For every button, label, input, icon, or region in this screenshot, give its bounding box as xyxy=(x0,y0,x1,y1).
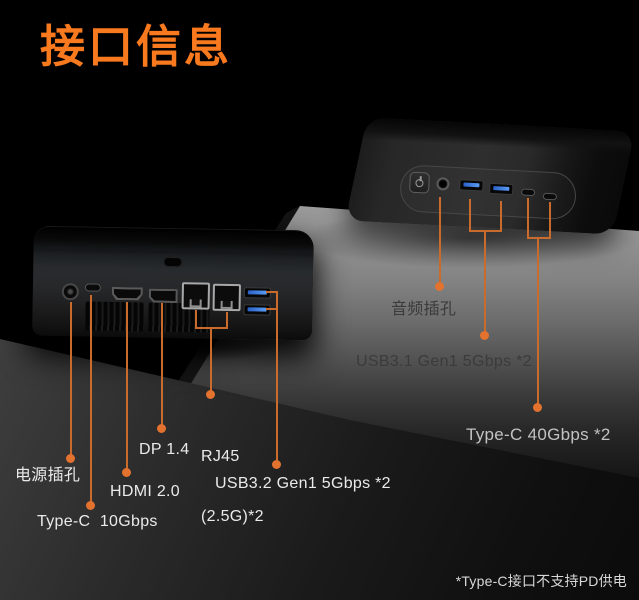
callout-line-usb31-b xyxy=(500,201,502,232)
label-power-jack: 电源插孔 xyxy=(15,467,81,484)
callout-dot-typec40 xyxy=(533,403,542,412)
callout-line-typec40 xyxy=(537,237,539,407)
callout-dot-audio xyxy=(435,282,444,291)
usb-a-port xyxy=(459,179,484,192)
callout-dot-typec10 xyxy=(86,501,95,510)
dc-power-port xyxy=(61,283,79,301)
callout-dot-hdmi xyxy=(122,468,131,477)
usb-a-port xyxy=(488,182,514,196)
callout-line-rj45-a xyxy=(195,310,197,329)
rj45-port xyxy=(181,282,211,310)
callout-line-power xyxy=(70,302,72,458)
callout-bracket-typec40 xyxy=(527,237,551,239)
label-typec-40: Type-C 40Gbps *2 xyxy=(466,425,611,444)
callout-line-usb31-a xyxy=(469,199,471,232)
callout-line-hdmi xyxy=(126,302,128,472)
callout-line-dp xyxy=(161,303,163,428)
callout-dot-usb32 xyxy=(272,460,281,469)
label-audio-jack: 音频插孔 xyxy=(391,301,457,318)
callout-line-rj45 xyxy=(210,327,212,394)
page-title: 接口信息 xyxy=(40,21,233,72)
vent-grille xyxy=(85,301,144,332)
label-usb31: USB3.1 Gen1 5Gbps *2 xyxy=(356,353,532,370)
label-hdmi: HDMI 2.0 xyxy=(110,483,180,500)
callout-stub-usb32-b xyxy=(266,308,278,310)
label-rj45: RJ45 (2.5G)*2 xyxy=(201,448,264,525)
callout-line-usb31 xyxy=(484,230,486,335)
callout-dot-dp xyxy=(157,424,166,433)
usb-c-port xyxy=(84,283,101,292)
hdmi-port xyxy=(112,287,143,301)
rj45-port xyxy=(212,283,241,312)
displayport-port xyxy=(149,289,178,304)
callout-dot-rj45 xyxy=(206,390,215,399)
label-typec-10: Type-C 10Gbps xyxy=(37,513,158,530)
callout-line-rj45-b xyxy=(226,312,228,329)
callout-stub-usb32-a xyxy=(266,291,278,293)
label-usb32: USB3.2 Gen1 5Gbps *2 xyxy=(215,475,391,492)
kensington-lock-slot xyxy=(163,256,183,268)
callout-line-typec40-a xyxy=(527,198,529,239)
callout-line-usb32 xyxy=(276,291,278,464)
callout-dot-power xyxy=(66,454,75,463)
usb-c-port xyxy=(542,192,558,201)
callout-line-audio xyxy=(439,197,441,286)
mini-pc-rear-body xyxy=(32,225,314,341)
callout-line-typec40-b xyxy=(549,202,551,239)
callout-line-typec10 xyxy=(90,295,92,505)
usb-c-port xyxy=(520,188,536,197)
callout-dot-usb31 xyxy=(480,331,489,340)
footnote: *Type-C接口不支持PD供电 xyxy=(455,573,627,589)
power-button xyxy=(408,171,431,194)
label-dp: DP 1.4 xyxy=(139,441,190,458)
